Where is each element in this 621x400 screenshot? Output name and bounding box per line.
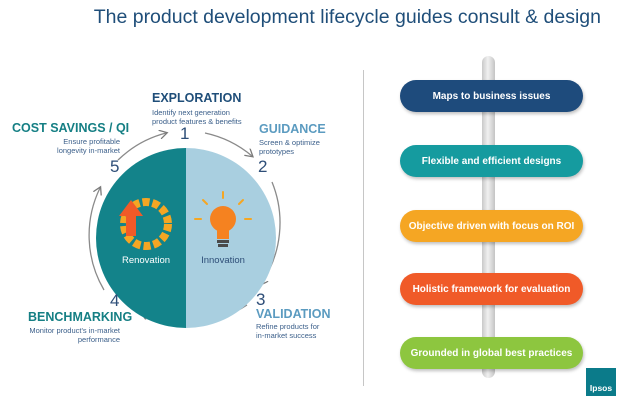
benefit-pill-maps: Maps to business issues (400, 80, 583, 112)
stage-5-name: COST SAVINGS / QI (12, 121, 130, 135)
stage-2-name: GUIDANCE (259, 122, 326, 136)
benefit-pill-objective: Objective driven with focus on ROI (400, 210, 583, 242)
benefit-pill-holistic: Holistic framework for evaluation (400, 273, 583, 305)
stage-1-desc-line: product features & benefits (152, 117, 242, 127)
stage-4-name: BENCHMARKING (28, 310, 133, 324)
renovation-label: Renovation (122, 255, 170, 266)
cycle-arrow-5-1 (117, 133, 166, 161)
stage-1-desc: Identify next generation product feature… (152, 108, 242, 127)
ipsos-logo: Ipsos (586, 368, 616, 396)
lightbulb-icon (194, 191, 252, 247)
recycle-arrow-icon (119, 198, 172, 250)
cycle-arrow-1-2 (204, 132, 252, 156)
stage-3-desc-line: Refine products for (256, 322, 320, 331)
innovation-label: Innovation (201, 255, 245, 266)
stage-2-number: 2 (258, 157, 268, 176)
panel-divider (363, 70, 364, 386)
page-title: The product development lifecycle guides… (93, 6, 601, 28)
renovation-half (96, 148, 186, 328)
stage-1-desc-line: Identify next generation (152, 108, 230, 117)
benefit-pill-flexible: Flexible and efficient designs (400, 145, 583, 177)
innovation-half (186, 148, 276, 328)
stage-4-desc-line: performance (77, 335, 120, 345)
benefit-pill-grounded: Grounded in global best practices (400, 337, 583, 369)
stage-3-number: 3 (256, 290, 266, 309)
stage-2-desc: Screen & optimize prototypes (259, 138, 320, 157)
stage-5-number: 5 (110, 157, 120, 176)
stage-1-number: 1 (180, 124, 190, 143)
stage-2-desc-line: prototypes (259, 147, 295, 157)
stage-3-desc-line: in-market success (256, 331, 317, 341)
stage-4-desc-line: Monitor product's in-market (29, 326, 120, 335)
stage-4-number: 4 (110, 291, 120, 310)
stage-4-desc: Monitor product's in-market performance (28, 326, 120, 345)
stage-3-desc: Refine products for in-market success (256, 322, 319, 341)
stage-5-desc: Ensure profitable longevity in-market (40, 137, 120, 156)
lifecycle-diagram: Renovation Innovation (88, 0, 281, 328)
cycle-arrow-4-5 (88, 188, 105, 291)
stage-1-name: EXPLORATION (152, 91, 242, 105)
stage-2-desc-line: Screen & optimize (259, 138, 320, 147)
stage-5-desc-line: longevity in-market (57, 146, 120, 156)
stage-3-name: VALIDATION (256, 307, 331, 321)
stage-5-desc-line: Ensure profitable (63, 137, 120, 146)
